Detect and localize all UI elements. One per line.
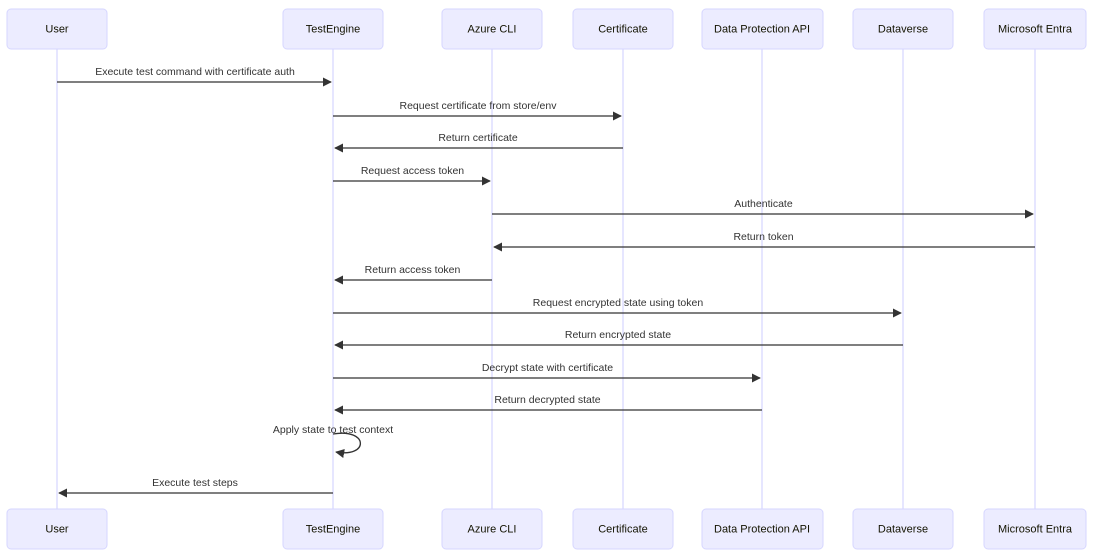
message-3-certificate-to-testengine: Return certificate: [334, 132, 623, 153]
actor-footer-label-certificate: Certificate: [598, 523, 648, 535]
message-label-3: Return certificate: [438, 132, 518, 144]
message-10-testengine-to-dpapi: Decrypt state with certificate: [333, 362, 761, 383]
actor-footer-azurecli[interactable]: Azure CLI: [441, 508, 543, 550]
actor-header-box-testengine[interactable]: [282, 8, 384, 50]
actor-header-label-azurecli: Azure CLI: [468, 23, 517, 35]
actor-header-box-dataverse[interactable]: [852, 8, 954, 50]
message-13-testengine-to-user: Execute test steps: [58, 477, 333, 498]
message-label-4: Request access token: [361, 165, 464, 177]
actor-header-label-certificate: Certificate: [598, 23, 648, 35]
actor-header-box-certificate[interactable]: [572, 8, 674, 50]
actor-footer-label-dataverse: Dataverse: [878, 523, 928, 535]
actor-footer-label-azurecli: Azure CLI: [468, 523, 517, 535]
actor-header-box-azurecli[interactable]: [441, 8, 543, 50]
actor-footer-box-dataverse[interactable]: [852, 508, 954, 550]
self-message-label-12: Apply state to test context: [273, 424, 393, 436]
message-label-1: Execute test command with certificate au…: [95, 66, 295, 78]
message-label-2: Request certificate from store/env: [400, 100, 558, 112]
actor-footer-box-dpapi[interactable]: [701, 508, 824, 550]
actor-header-label-entra: Microsoft Entra: [998, 23, 1073, 35]
message-8-testengine-to-dataverse: Request encrypted state using token: [333, 297, 902, 318]
actor-footer-user[interactable]: User: [6, 508, 108, 550]
actor-footer-box-azurecli[interactable]: [441, 508, 543, 550]
footer-actors-group: User TestEngine Azure CLI Certificate Data P…: [6, 508, 1087, 550]
actor-header-user[interactable]: User: [6, 8, 108, 50]
actor-header-azurecli[interactable]: Azure CLI: [441, 8, 543, 50]
actor-footer-label-testengine: TestEngine: [306, 523, 360, 535]
actor-header-certificate[interactable]: Certificate: [572, 8, 674, 50]
message-9-dataverse-to-testengine: Return encrypted state: [334, 329, 903, 350]
actor-header-label-testengine: TestEngine: [306, 23, 360, 35]
message-label-11: Return decrypted state: [494, 394, 600, 406]
message-2-testengine-to-certificate: Request certificate from store/env: [333, 100, 622, 121]
message-label-8: Request encrypted state using token: [533, 297, 704, 309]
self-message-loop-12: [332, 432, 361, 458]
message-6-entra-to-azurecli: Return token: [493, 231, 1035, 252]
messages-group: Execute test command with certificate au…: [57, 66, 1035, 498]
actor-footer-dpapi[interactable]: Data Protection API: [701, 508, 824, 550]
message-label-10: Decrypt state with certificate: [482, 362, 613, 374]
actor-header-label-user: User: [45, 23, 69, 35]
message-label-6: Return token: [733, 231, 793, 243]
message-5-azurecli-to-entra: Authenticate: [492, 198, 1034, 219]
actor-footer-testengine[interactable]: TestEngine: [282, 508, 384, 550]
message-label-7: Return access token: [365, 264, 461, 276]
lifelines-group: [56, 49, 1036, 509]
actor-header-box-user[interactable]: [6, 8, 108, 50]
actor-footer-box-certificate[interactable]: [572, 508, 674, 550]
self-message-12-testengine: Apply state to test context: [273, 424, 393, 458]
actor-footer-box-entra[interactable]: [983, 508, 1087, 550]
header-actors-group: User TestEngine Azure CLI Certificate Data P…: [6, 8, 1087, 50]
actor-footer-label-dpapi: Data Protection API: [714, 523, 810, 535]
message-11-dpapi-to-testengine: Return decrypted state: [334, 394, 762, 415]
actor-footer-box-testengine[interactable]: [282, 508, 384, 550]
actor-header-dpapi[interactable]: Data Protection API: [701, 8, 824, 50]
actor-header-testengine[interactable]: TestEngine: [282, 8, 384, 50]
message-7-azurecli-to-testengine: Return access token: [334, 264, 492, 285]
message-label-9: Return encrypted state: [565, 329, 671, 341]
actor-footer-label-entra: Microsoft Entra: [998, 523, 1073, 535]
message-1-user-to-testengine: Execute test command with certificate au…: [57, 66, 332, 87]
actor-header-entra[interactable]: Microsoft Entra: [983, 8, 1087, 50]
actor-header-label-dataverse: Dataverse: [878, 23, 928, 35]
actor-header-label-dpapi: Data Protection API: [714, 23, 810, 35]
actor-footer-certificate[interactable]: Certificate: [572, 508, 674, 550]
actor-header-box-entra[interactable]: [983, 8, 1087, 50]
actor-footer-entra[interactable]: Microsoft Entra: [983, 508, 1087, 550]
actor-header-dataverse[interactable]: Dataverse: [852, 8, 954, 50]
actor-footer-box-user[interactable]: [6, 508, 108, 550]
message-label-5: Authenticate: [734, 198, 793, 210]
message-4-testengine-to-azurecli: Request access token: [333, 165, 491, 186]
actor-header-box-dpapi[interactable]: [701, 8, 824, 50]
actor-footer-label-user: User: [45, 523, 69, 535]
actor-footer-dataverse[interactable]: Dataverse: [852, 508, 954, 550]
message-label-13: Execute test steps: [152, 477, 238, 489]
